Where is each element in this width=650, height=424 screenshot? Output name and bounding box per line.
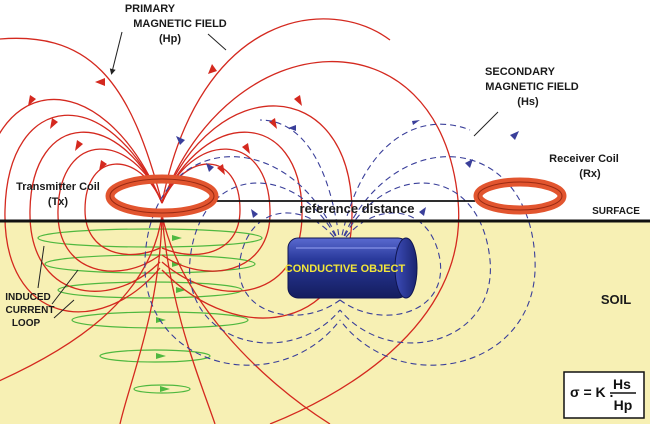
surface-label: SURFACE — [592, 206, 640, 217]
induced-loop-3 — [57, 281, 243, 299]
secondary-field-label: SECONDARY MAGNETIC FIELD (Hs) — [485, 66, 579, 108]
receiver-coil-label: Receiver Coil (Rx) — [549, 153, 619, 180]
primary-field-line — [29, 131, 163, 292]
primary-field-line — [161, 18, 391, 204]
induced-loop-1 — [37, 228, 263, 248]
secondary-field-leader — [473, 111, 499, 137]
primary-field-label: PRIMARY MAGNETIC FIELD (Hp) — [125, 3, 227, 45]
secondary-field-lines — [144, 119, 536, 366]
induced-loop-leader-1 — [37, 245, 45, 289]
secondary-field-line — [339, 212, 442, 316]
svg-text:Transmitter Coil: Transmitter Coil — [16, 181, 100, 193]
primary-field-lines — [0, 18, 460, 424]
primary-field-line — [161, 131, 303, 292]
svg-text:INDUCED: INDUCED — [5, 292, 51, 303]
induced-loop-4 — [71, 311, 249, 329]
primary-field-line — [0, 214, 163, 382]
svg-text:(Tx): (Tx) — [48, 196, 69, 208]
svg-text:Hs: Hs — [613, 376, 631, 392]
primary-field-line — [161, 148, 271, 272]
primary-field-line — [84, 163, 163, 256]
secondary-field-line — [189, 182, 341, 344]
svg-text:MAGNETIC FIELD: MAGNETIC FIELD — [133, 18, 227, 30]
induced-loop-leader-2 — [51, 269, 79, 305]
primary-field-line — [161, 214, 331, 424]
induced-loop-leader-3 — [53, 299, 75, 319]
conductivity-formula: σ = K . Hs Hp — [563, 371, 645, 419]
svg-text:Hp: Hp — [614, 397, 633, 413]
secondary-field-line — [238, 212, 341, 316]
svg-text:σ = K .: σ = K . — [570, 384, 613, 400]
primary-field-line — [161, 214, 216, 424]
svg-text:(Rx): (Rx) — [579, 168, 601, 180]
secondary-field-line — [339, 123, 471, 246]
primary-field-line — [4, 114, 163, 313]
svg-text:SECONDARY: SECONDARY — [485, 66, 556, 78]
primary-field-line — [0, 98, 163, 204]
induced-loop-label: INDUCED CURRENT LOOP — [5, 292, 54, 329]
primary-field-line — [119, 214, 163, 424]
primary-field-line — [161, 61, 460, 424]
svg-text:(Hs): (Hs) — [517, 96, 539, 108]
conductive-object — [287, 237, 418, 299]
receiver-coil — [473, 177, 567, 215]
secondary-field-arrows — [176, 120, 519, 218]
svg-text:MAGNETIC FIELD: MAGNETIC FIELD — [485, 81, 579, 93]
induced-loop-5 — [99, 349, 211, 363]
transmitter-coil — [105, 174, 219, 218]
secondary-field-line — [144, 156, 341, 366]
secondary-field-line — [339, 182, 491, 344]
svg-text:CURRENT: CURRENT — [6, 305, 55, 316]
primary-field-line — [57, 148, 163, 272]
primary-field-leader — [207, 33, 227, 51]
svg-text:(Hp): (Hp) — [159, 33, 181, 45]
primary-field-arrows — [28, 64, 302, 175]
svg-text:Receiver Coil: Receiver Coil — [549, 153, 619, 165]
transmitter-coil-label: Transmitter Coil (Tx) — [16, 181, 100, 208]
primary-field-line — [161, 105, 353, 319]
reference-distance-label: reference distance — [300, 201, 415, 216]
svg-text:PRIMARY: PRIMARY — [125, 3, 176, 15]
conductive-object-label: CONDUCTIVE OBJECT — [285, 263, 406, 275]
induced-loop-6 — [133, 384, 191, 394]
primary-field-pointer — [109, 31, 123, 75]
soil-label: SOIL — [601, 292, 631, 307]
primary-field-line — [0, 37, 163, 204]
primary-field-line — [161, 163, 241, 256]
secondary-field-line — [339, 156, 536, 366]
svg-text:LOOP: LOOP — [12, 318, 41, 329]
